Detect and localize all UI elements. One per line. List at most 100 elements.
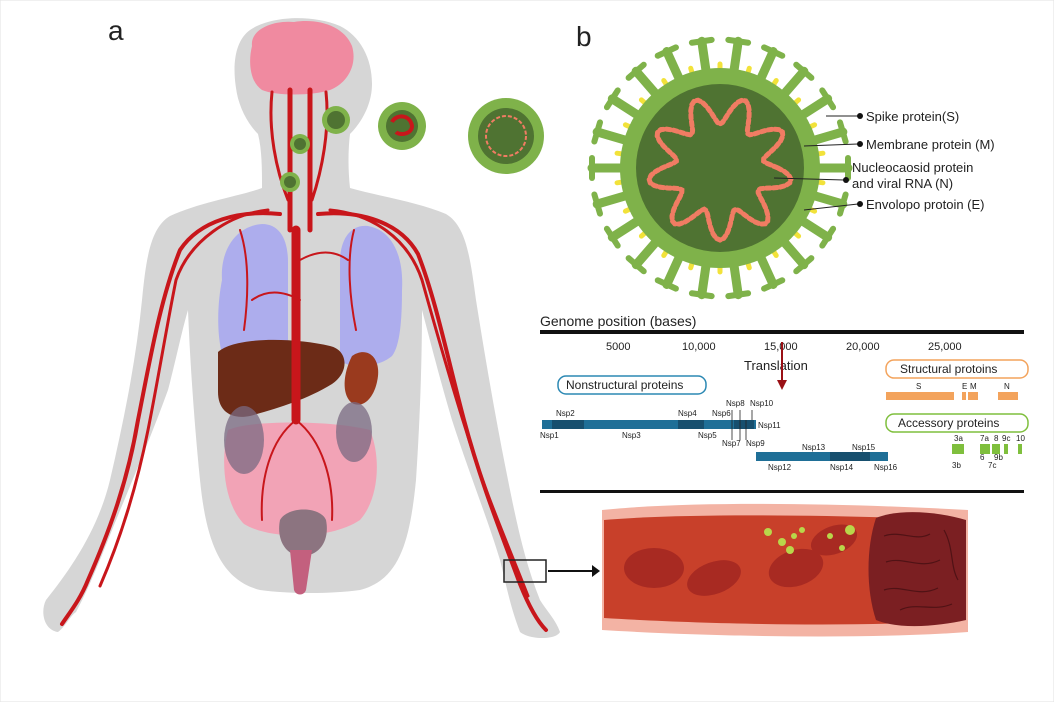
acc-7a <box>980 444 990 454</box>
acc-label: 9c <box>1002 434 1010 443</box>
spike-stem <box>795 94 833 122</box>
virus-small-3 <box>322 106 350 134</box>
spike-cap <box>836 191 849 217</box>
accessory-box <box>885 413 1029 433</box>
spike-cap <box>625 61 647 81</box>
genome-map: Genome position (bases) 5000 10,000 15,0… <box>540 313 1029 493</box>
nsp4-segment <box>678 420 704 429</box>
nsp-label: Nsp15 <box>852 443 876 452</box>
structural-label: Structural protoins <box>900 362 997 376</box>
nsp-labels: Nsp2 Nsp4 Nsp6 Nsp8 Nsp10 Nsp11 Nsp1 Nsp… <box>540 399 898 472</box>
virus-small-2 <box>280 172 300 192</box>
spike-cap <box>654 44 679 59</box>
acc-label: 3a <box>954 434 963 443</box>
nsp-label: Nsp7 <box>722 439 741 448</box>
tick-5000: 5000 <box>606 341 630 353</box>
tick-10000: 10,000 <box>682 341 716 353</box>
nsp-label: Nsp16 <box>874 463 898 472</box>
orf1a-bar <box>542 420 756 429</box>
acc-label: 3b <box>952 461 961 470</box>
viral-rna <box>646 97 794 243</box>
spike-cap <box>819 87 837 111</box>
spike-stem <box>697 36 711 79</box>
virus-particles-in-blood <box>764 525 855 554</box>
spike-cap <box>603 87 621 111</box>
acc-label: 10 <box>1016 434 1025 443</box>
spike-stem <box>795 214 833 242</box>
panel-b-label: b <box>576 21 592 52</box>
spike-cap <box>688 290 715 300</box>
nsp-label: Nsp6 <box>712 409 731 418</box>
damage-texture <box>883 529 959 611</box>
red-blood-cell <box>768 548 824 588</box>
nsp-label: Nsp11 <box>758 421 781 430</box>
gene-s <box>886 392 954 400</box>
virus-medium <box>378 102 426 150</box>
acc-9c <box>1004 444 1008 454</box>
damaged-vessel-wall <box>868 512 966 627</box>
coronavirus-structure <box>587 36 853 300</box>
spleen <box>344 352 379 405</box>
spike-cap <box>761 277 786 292</box>
tick-25000: 25,000 <box>928 341 962 353</box>
nsp-label: Nsp5 <box>698 431 717 440</box>
spike-stem <box>631 66 663 101</box>
acc-label: 7a <box>980 434 989 443</box>
nsp-label: Nsp1 <box>540 431 559 440</box>
nonstructural-label: Nonstructural proteins <box>566 378 683 392</box>
label-membrane-protein: Membrane protein (M) <box>866 137 995 152</box>
red-blood-cell <box>624 548 684 588</box>
nsp-ticks <box>731 410 753 440</box>
spike-stem <box>697 257 711 300</box>
spike-cap <box>793 255 815 275</box>
gene-m-label: M <box>970 382 977 391</box>
zoom-arrowhead <box>592 565 600 577</box>
nsp10-segment <box>734 420 754 429</box>
blood-vessel-section <box>602 503 968 637</box>
spike-cap <box>591 119 604 145</box>
orf1b-bar <box>756 452 888 461</box>
virus-core <box>636 84 804 252</box>
spike-stem <box>729 36 743 79</box>
nsp-label: Nsp8 <box>726 399 745 408</box>
genome-title: Genome position (bases) <box>540 313 696 329</box>
spike-cap <box>603 225 621 249</box>
kidney-right <box>336 402 372 462</box>
spike-cap <box>591 191 604 217</box>
spike-stem <box>592 127 634 146</box>
spike-cap <box>836 119 849 145</box>
blood-vessels <box>60 87 548 632</box>
spike-cap <box>725 290 752 300</box>
spike-stem <box>806 127 848 146</box>
translation-label: Translation <box>744 358 808 373</box>
acc-10 <box>1018 444 1022 454</box>
nsp-label: Nsp9 <box>746 439 765 448</box>
spike-stem <box>662 47 686 87</box>
acc-label: 8 <box>994 434 999 443</box>
spike-stem <box>631 235 663 270</box>
spike-stem <box>754 47 778 87</box>
callout-dot-nucleocapsid <box>843 177 849 183</box>
acc-3a <box>952 444 964 454</box>
label-nucleocapsid-line1: Nucleocaosid protein <box>852 160 973 175</box>
nonstructural-box <box>557 375 707 395</box>
spike-cap <box>819 225 837 249</box>
acc-8 <box>992 444 1000 454</box>
genome-separator <box>540 490 1024 493</box>
human-body-illustration <box>43 18 600 638</box>
acc-label: 9b <box>994 453 1003 462</box>
spike-stem <box>754 249 778 289</box>
gene-s-label: S <box>916 382 921 391</box>
nsp-label: Nsp4 <box>678 409 697 418</box>
virus-small-1 <box>290 134 310 154</box>
accessory-label: Accessory proteins <box>898 416 999 430</box>
spike-stem <box>592 190 634 209</box>
tick-15000: 15,000 <box>764 341 798 353</box>
zoom-box <box>503 559 547 583</box>
callout-dot-envelope <box>857 201 863 207</box>
nsp-label: Nsp2 <box>556 409 575 418</box>
gene-m <box>968 392 978 400</box>
nsp-label: Nsp12 <box>768 463 792 472</box>
spike-stem <box>607 94 645 122</box>
callout-dot-spike <box>857 113 863 119</box>
